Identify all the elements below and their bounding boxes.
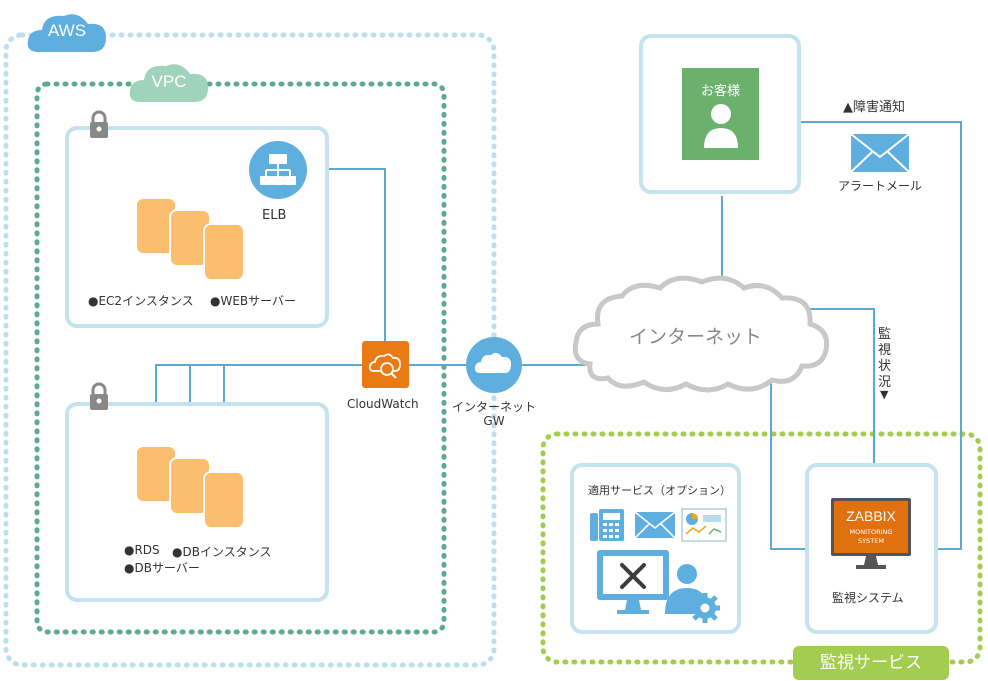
wrench-icon: [620, 563, 646, 589]
vpc-label: VPC: [151, 72, 187, 91]
monitoring-service-tag: 監視サービス: [793, 646, 949, 680]
alert-notification-line: [800, 121, 962, 550]
ec2-server-stack: [135, 198, 245, 281]
phone-fax-icon: [590, 509, 624, 541]
monitoring-system-box: [805, 463, 938, 634]
aws-region-border: [3, 32, 497, 668]
aws-label: AWS: [47, 21, 87, 40]
igw-label-line2: GW: [483, 414, 505, 428]
elb-label: ELB: [262, 208, 287, 223]
mail-icon: [850, 133, 910, 173]
elb-icon: [249, 141, 307, 199]
monitor-icon: [831, 498, 911, 569]
zabbix-title: ZABBIX: [846, 508, 896, 524]
monitoring-region-border: [540, 431, 983, 665]
monitoring-system-label: 監視システム: [832, 591, 904, 605]
internet-cloud-icon: [572, 275, 830, 393]
user-icon: [704, 104, 738, 148]
customer-label: お客様: [700, 84, 740, 99]
web-server-label: ●WEBサーバー: [210, 294, 297, 308]
alert-title: ▲障害通知: [843, 100, 905, 115]
rds-label: ●RDS: [124, 543, 160, 557]
lock-icon: [90, 382, 108, 410]
db-server-icon: [203, 471, 245, 529]
vpc-cloud-icon: [129, 64, 208, 102]
internet-gateway-icon: [466, 337, 522, 393]
igw-label-line1: インターネット: [451, 400, 536, 414]
alert-mail-label: アラートメール: [838, 179, 923, 193]
ec2-server-icon: [203, 223, 245, 281]
vpc-region-border: [34, 81, 447, 635]
lock-icon: [90, 110, 108, 138]
db-instance-label: ●DBインスタンス: [172, 545, 272, 559]
support-monitor-icon: [597, 550, 720, 623]
applied-services-title: 適用サービス（オプション）: [588, 484, 731, 497]
zabbix-subtitle-line1: MONITORING: [849, 528, 893, 536]
cloudwatch-icon: [362, 341, 409, 388]
monitoring-status-arrow: ▼: [880, 388, 889, 401]
mail-icon: [634, 511, 676, 539]
cloudwatch-label: CloudWatch: [347, 397, 419, 411]
internet-label: インターネット: [629, 326, 763, 348]
db-server-label: ●DBサーバー: [124, 561, 200, 575]
zabbix-subtitle-line2: SYSTEM: [858, 537, 884, 545]
monitoring-status-label: 監視状況: [878, 327, 894, 391]
db-server-stack: [135, 446, 245, 529]
aws-cloud-icon: [27, 14, 106, 52]
report-icon: [681, 508, 727, 542]
applied-services-box: [570, 463, 741, 634]
ec2-label: ●EC2インスタンス: [88, 294, 194, 308]
gear-icon: [690, 593, 720, 623]
